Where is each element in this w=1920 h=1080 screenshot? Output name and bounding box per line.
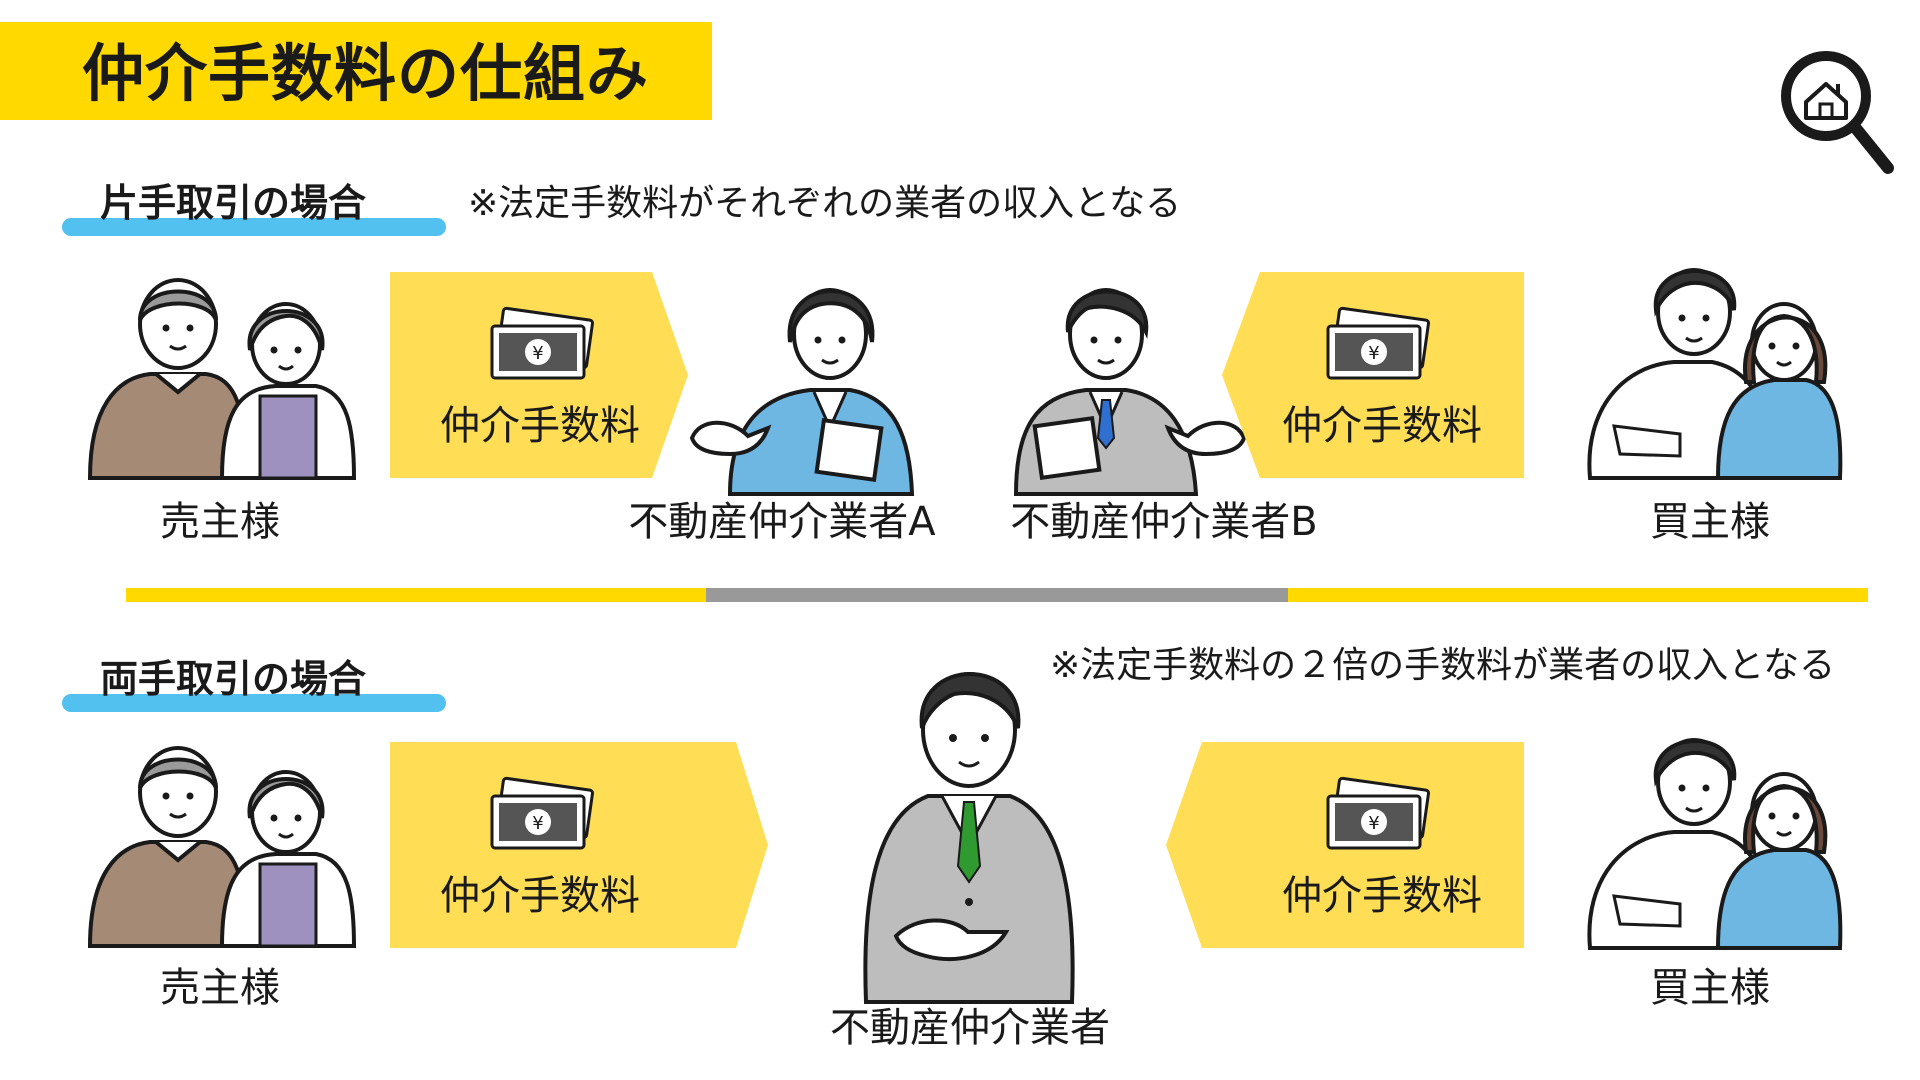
yen-banknote-icon: ¥	[1326, 776, 1431, 850]
seller-label: 売主様	[160, 965, 280, 1011]
section-underline	[62, 694, 446, 712]
note-single: ※法定手数料がそれぞれの業者の収入となる	[468, 183, 1182, 224]
section-divider-yellow-left	[126, 588, 706, 602]
agent-illustration	[863, 672, 1075, 1004]
yen-banknote-icon: ¥	[1326, 306, 1431, 380]
buyer-label: 買主様	[1650, 965, 1770, 1011]
agent-b-label: 不動産仲介業者B	[1010, 499, 1318, 545]
section-label-dual: 両手取引の場合	[100, 657, 367, 701]
yen-banknote-icon: ¥	[490, 306, 595, 380]
fee-label: 仲介手数料	[440, 873, 640, 919]
svg-text:¥: ¥	[532, 343, 543, 364]
fee-label: 仲介手数料	[1282, 403, 1482, 449]
svg-text:¥: ¥	[532, 813, 543, 834]
svg-text:¥: ¥	[1368, 343, 1379, 364]
seller-couple-illustration	[87, 746, 357, 948]
agent-b-illustration	[1013, 288, 1247, 496]
title-banner	[0, 22, 712, 120]
page-title: 仲介手数料の仕組み	[82, 37, 650, 110]
agent-label: 不動産仲介業者	[830, 1005, 1110, 1051]
note-dual: ※法定手数料の２倍の手数料が業者の収入となる	[1050, 645, 1836, 686]
agent-a-illustration	[689, 288, 915, 496]
svg-text:¥: ¥	[1368, 813, 1379, 834]
house-magnifier-icon	[1781, 51, 1894, 174]
agent-a-label: 不動産仲介業者A	[628, 499, 936, 545]
buyer-couple-illustration	[1587, 738, 1843, 950]
section-divider-gray	[706, 588, 1288, 602]
buyer-label: 買主様	[1650, 499, 1770, 545]
buyer-couple-illustration	[1587, 268, 1843, 480]
fee-label: 仲介手数料	[1282, 873, 1482, 919]
yen-banknote-icon: ¥	[490, 776, 595, 850]
seller-couple-illustration	[87, 278, 357, 480]
section-label-single: 片手取引の場合	[100, 181, 367, 225]
seller-label: 売主様	[160, 499, 280, 545]
section-underline	[62, 218, 446, 236]
section-divider-yellow-right	[1288, 588, 1868, 602]
fee-label: 仲介手数料	[440, 403, 640, 449]
